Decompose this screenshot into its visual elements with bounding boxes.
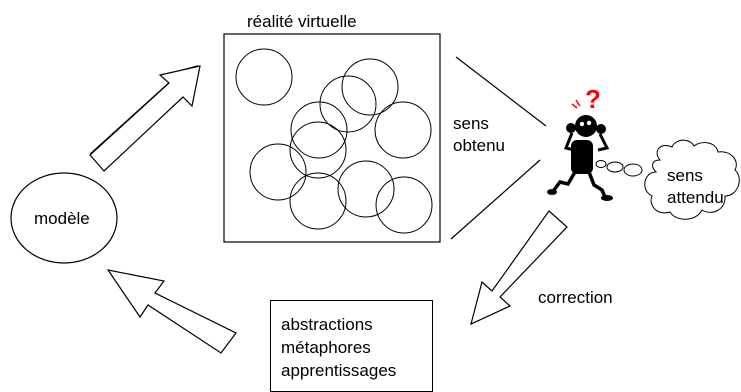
vr-circle [337, 160, 395, 218]
vr-circle [375, 176, 433, 234]
virtual-reality-circles [235, 48, 433, 234]
vr-circle [374, 101, 432, 159]
abstractions-box: abstractions métaphores apprentissages [270, 300, 433, 392]
sens-attendu-label: sens attendu [667, 165, 724, 209]
perception-line-bottom [450, 159, 541, 240]
abstractions-line-3: apprentissages [281, 361, 397, 380]
question-mark-icon: ? [585, 84, 601, 114]
virtual-reality-box [223, 33, 441, 243]
correction-label: correction [538, 288, 613, 307]
vr-circle [249, 143, 307, 201]
arrow-model-to-reality-shape [89, 65, 201, 172]
vr-circle [289, 121, 347, 179]
confused-person-icon [547, 99, 613, 201]
arrow-correction [470, 210, 568, 326]
vr-circle [235, 48, 293, 106]
sens-obtenu-label: sens obtenu [453, 113, 505, 157]
vr-circle [289, 172, 347, 230]
abstractions-line-2: métaphores [281, 338, 371, 357]
sens-obtenu-line-1: sens [453, 114, 489, 133]
abstractions-line-1: abstractions [281, 315, 373, 334]
vr-circle [290, 101, 348, 159]
sens-attendu-line-1: sens [667, 166, 703, 185]
model-label: modèle [34, 209, 90, 228]
model-ellipse [10, 172, 118, 264]
arrow-abstractions-to-model [106, 269, 237, 354]
sens-obtenu-line-2: obtenu [453, 136, 505, 155]
vr-circle [341, 58, 399, 116]
sens-attendu-line-2: attendu [667, 188, 724, 207]
thought-bubble-icon [595, 139, 740, 220]
vr-circle [319, 75, 377, 133]
perception-line-top [455, 56, 547, 127]
virtual-reality-title: réalité virtuelle [247, 12, 357, 31]
